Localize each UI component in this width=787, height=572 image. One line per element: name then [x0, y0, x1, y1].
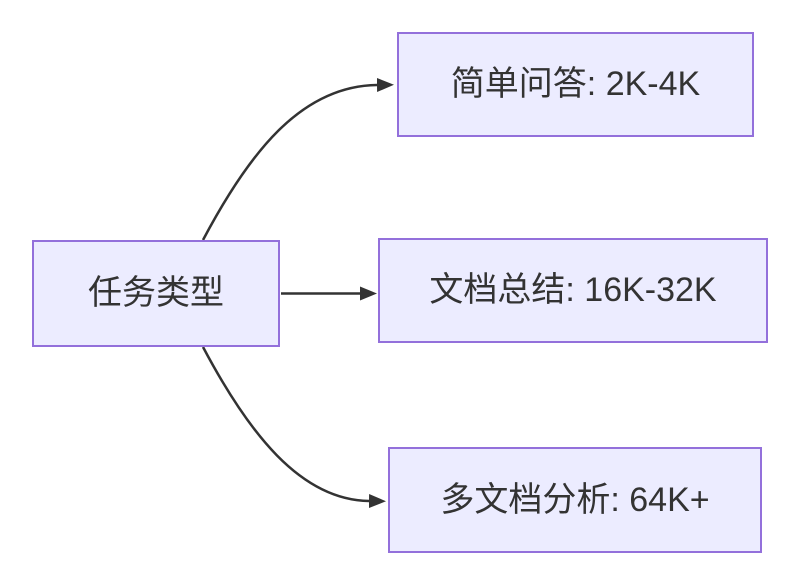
node-simple-qa-label: 简单问答: 2K-4K	[450, 65, 701, 104]
edge-root-to-multi-doc-analysis	[201, 346, 386, 508]
node-multi-doc-analysis-label: 多文档分析: 64K+	[440, 480, 710, 519]
node-task-type: 任务类型	[32, 240, 280, 347]
node-doc-summary-label: 文档总结: 16K-32K	[429, 271, 717, 310]
node-task-type-label: 任务类型	[88, 274, 224, 313]
edge-root-to-simple-qa	[201, 78, 394, 241]
node-doc-summary: 文档总结: 16K-32K	[378, 238, 768, 343]
node-multi-doc-analysis: 多文档分析: 64K+	[388, 447, 762, 553]
node-simple-qa: 简单问答: 2K-4K	[397, 32, 754, 137]
